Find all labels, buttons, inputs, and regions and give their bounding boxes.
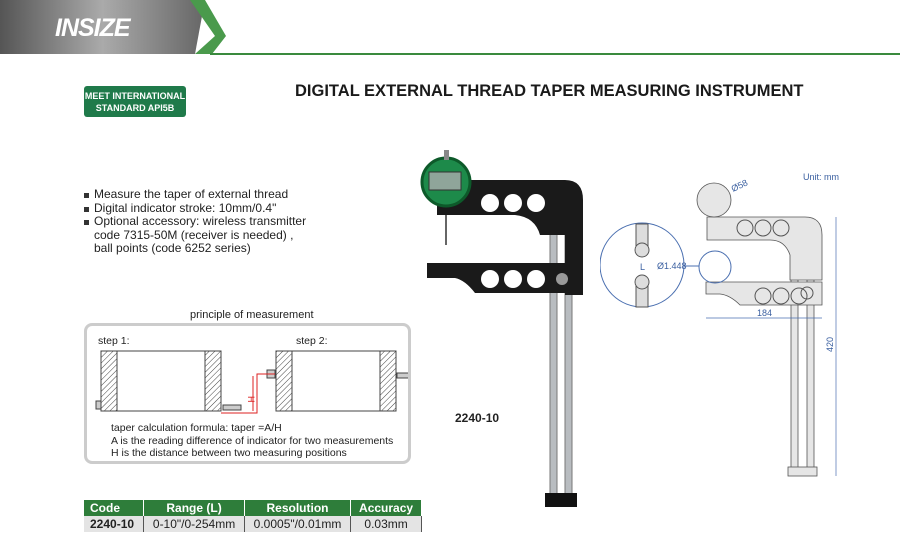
principle-title: principle of measurement	[190, 309, 314, 321]
ball-diameter-dim: Ø1.448	[657, 261, 687, 271]
product-photo	[420, 150, 583, 507]
height-dim: 420	[825, 337, 835, 352]
unit-label: Unit: mm	[803, 172, 839, 182]
principle-diagram: step 1: step 2: H taper calculation form…	[84, 323, 411, 464]
feature-item: Optional accessory: wireless transmitter	[82, 214, 306, 229]
col-range: Range (L)	[143, 500, 245, 516]
table-row: 2240-10 0-10"/0-254mm 0.0005"/0.01mm 0.0…	[84, 516, 422, 532]
feature-item: code 7315-50M (receiver is needed) ,	[94, 227, 294, 242]
formula-text: taper calculation formula: taper =A/H A …	[111, 422, 393, 460]
col-resolution: Resolution	[244, 500, 352, 516]
technical-drawing: Ø1.448 L Ø58 184 420	[600, 178, 837, 477]
cell-accuracy: 0.03mm	[350, 516, 422, 532]
insize-logo: INSIZE	[55, 14, 131, 42]
feature-item: Digital indicator stroke: 10mm/0.4"	[82, 201, 306, 216]
cell-resolution: 0.0005"/0.01mm	[244, 516, 352, 532]
spec-header-row: Code Range (L) Resolution Accuracy	[84, 500, 422, 516]
dial-diameter-dim: Ø58	[730, 178, 750, 194]
thread-diagram: H	[95, 350, 408, 414]
col-code: Code	[84, 500, 145, 516]
col-accuracy: Accuracy	[350, 500, 422, 516]
standard-badge: MEET INTERNATIONAL STANDARD API5B	[84, 86, 186, 117]
badge-line-2: STANDARD API5B	[95, 103, 175, 113]
formula-line: taper calculation formula: taper =A/H	[111, 422, 282, 434]
feature-item: Measure the taper of external thread	[82, 187, 306, 202]
step-1-label: step 1:	[98, 335, 130, 347]
l-dim: L	[640, 262, 645, 272]
formula-h-line: H is the distance between two measuring …	[111, 447, 347, 459]
feature-item: ball points (code 6252 series)	[94, 241, 251, 255]
step-2-label: step 2:	[296, 335, 328, 347]
header-banner	[0, 0, 900, 55]
cell-range: 0-10"/0-254mm	[143, 516, 245, 532]
width-dim: 184	[757, 308, 772, 318]
feature-list: Measure the taper of external thread Dig…	[82, 187, 306, 256]
badge-line-1: MEET INTERNATIONAL	[84, 91, 186, 101]
formula-a-line: A is the reading difference of indicator…	[111, 434, 394, 447]
model-number: 2240-10	[455, 411, 500, 425]
page-title: DIGITAL EXTERNAL THREAD TAPER MEASURING …	[295, 82, 804, 100]
h-label: H	[246, 396, 256, 403]
cell-code: 2240-10	[84, 516, 145, 532]
spec-table: Code Range (L) Resolution Accuracy 2240-…	[84, 500, 422, 532]
